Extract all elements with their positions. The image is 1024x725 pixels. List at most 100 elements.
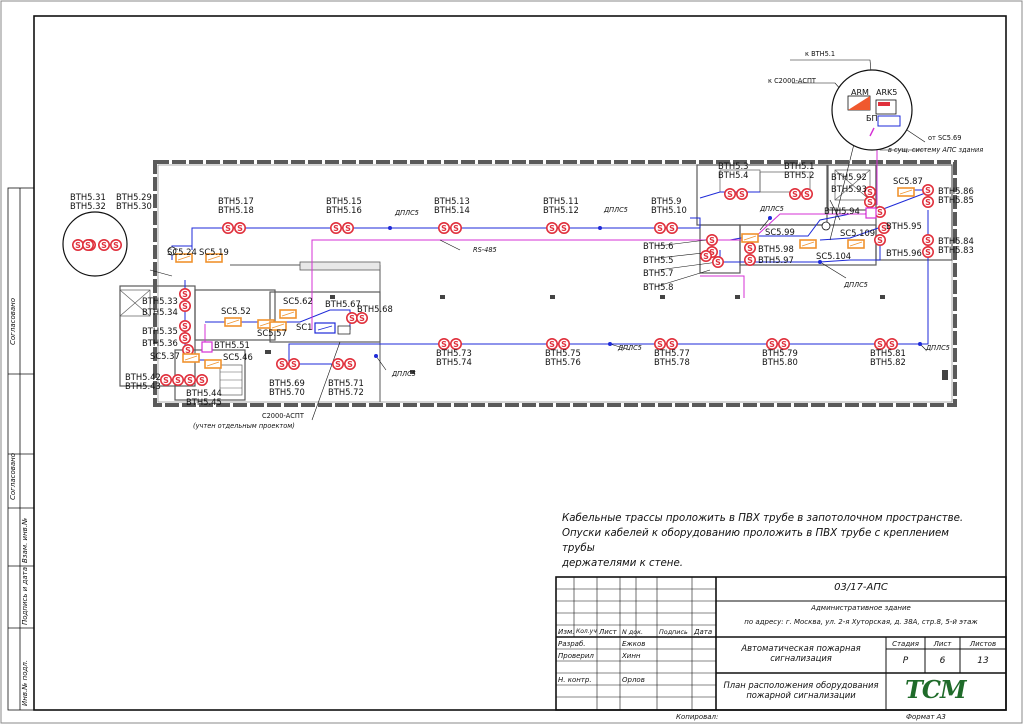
detector-label: BTH5.5 xyxy=(643,255,674,265)
smoke-detector-icon: S xyxy=(723,188,736,201)
detector-label-top: BTH5.71 xyxy=(328,378,364,388)
svg-text:S: S xyxy=(709,236,715,245)
smoke-detector-icon: S xyxy=(765,337,778,350)
svg-text:S: S xyxy=(237,224,243,233)
smoke-detector-icon: S xyxy=(545,337,558,350)
module-label: SC5.109 xyxy=(840,228,876,238)
svg-text:S: S xyxy=(279,360,285,369)
role-author: Разраб. xyxy=(558,640,586,648)
smoke-detector-icon: S xyxy=(72,239,85,252)
detector-label-top: BTH5.13 xyxy=(434,196,470,206)
module-label: SC5.104 xyxy=(816,251,852,261)
module-label: SC1 xyxy=(296,322,313,332)
sheets-value: 13 xyxy=(977,656,989,666)
address-module-mark xyxy=(849,241,863,247)
smoke-detector-icon: S xyxy=(653,337,666,350)
note-line: Кабельные трассы проложить в ПВХ трубе в… xyxy=(562,513,964,524)
address-module-mark xyxy=(281,311,295,317)
installation-notes: Кабельные трассы проложить в ПВХ трубе в… xyxy=(562,511,982,571)
smoke-detector-icon: S xyxy=(437,337,450,350)
svg-text:S: S xyxy=(925,248,931,257)
smoke-detector-icon: S xyxy=(711,255,724,268)
smoke-detector-icon: S xyxy=(885,337,898,350)
detector-label-top: BTH5.69 xyxy=(269,378,305,388)
c2000-aspt-box xyxy=(314,322,351,335)
detector-label-bottom: BTH5.18 xyxy=(218,205,254,215)
smoke-detector-icon: S xyxy=(179,331,192,344)
system-name: Автоматическая пожарная сигнализация xyxy=(741,643,861,663)
svg-text:S: S xyxy=(877,208,883,217)
rs485-tag: RS-485 xyxy=(473,246,497,254)
svg-text:S: S xyxy=(657,224,663,233)
detector-label-bottom: BTH5.30 xyxy=(116,201,152,211)
detector-label-bottom: BTH5.74 xyxy=(436,357,472,367)
title-block-grid xyxy=(555,576,1007,711)
module-label: SC5.62 xyxy=(283,296,313,306)
svg-text:S: S xyxy=(747,256,753,265)
sheet-title: План расположения оборудования пожарной … xyxy=(723,680,879,700)
smoke-detector-icon: S xyxy=(343,357,356,370)
role-checker: Проверил xyxy=(558,652,594,660)
module-label: SC5.87 xyxy=(893,176,923,186)
detector-label-bottom: BTH5.85 xyxy=(938,195,974,205)
cable-tag: ДПЛС5 xyxy=(760,205,784,213)
detector-label: BTH5.36 xyxy=(142,338,178,348)
svg-text:S: S xyxy=(881,224,887,233)
smoke-detector-icon: S xyxy=(287,357,300,370)
module-label: SC5.37 xyxy=(150,351,180,361)
svg-text:S: S xyxy=(669,224,675,233)
detector-label-top: BTH5.79 xyxy=(762,348,798,358)
smoke-detector-icon: S xyxy=(179,319,192,332)
detector-label-top: BTH5.31 xyxy=(70,192,106,202)
callout-from-sc569: от SC5.69 xyxy=(928,134,962,142)
detector-label-top: BTH5.84 xyxy=(938,236,974,246)
detector-label-top: BTH5.17 xyxy=(218,196,254,206)
address-module-mark xyxy=(177,255,191,261)
hdr-izm: Изм. xyxy=(558,628,575,636)
svg-text:S: S xyxy=(703,252,709,261)
smoke-detector-icon: S xyxy=(665,222,678,235)
address-module-mark xyxy=(801,241,815,247)
svg-text:S: S xyxy=(359,314,365,323)
relay-module xyxy=(201,341,213,353)
svg-text:S: S xyxy=(925,198,931,207)
svg-text:S: S xyxy=(349,314,355,323)
cable-tag: ДПЛС5 xyxy=(844,281,868,289)
smoke-detector-icon: S xyxy=(557,222,570,235)
cable-tag: ДПЛС5 xyxy=(392,370,416,378)
svg-text:S: S xyxy=(225,224,231,233)
address-module-mark xyxy=(271,323,285,329)
detector-label-top: BTH5.75 xyxy=(545,348,581,358)
smoke-detector-icon: S xyxy=(735,188,748,201)
detector-label: BTH5.51 xyxy=(214,340,250,350)
note-line: держателями к стене. xyxy=(562,558,683,569)
relay-module xyxy=(865,207,877,219)
detector-label-top: BTH5.9 xyxy=(651,196,682,206)
detector-label: BTH5.33 xyxy=(142,296,178,306)
detector-label-bottom: BTH5.10 xyxy=(651,205,687,215)
sheet-header: Лист xyxy=(933,640,952,648)
svg-text:S: S xyxy=(199,376,205,385)
svg-text:S: S xyxy=(291,360,297,369)
detector-label: BTH5.97 xyxy=(758,255,794,265)
detector-label: BTH5.34 xyxy=(142,307,178,317)
svg-text:S: S xyxy=(441,340,447,349)
svg-text:S: S xyxy=(561,340,567,349)
smoke-detector-icon: S xyxy=(184,373,197,386)
detector-label-bottom: BTH5.45 xyxy=(186,397,222,407)
module-label: SC5.52 xyxy=(221,306,251,316)
cable-tag: ДПЛС5 xyxy=(604,206,628,214)
stage-header: Стадия xyxy=(892,640,919,648)
smoke-detector-icon: S xyxy=(437,222,450,235)
detector-label-bottom: BTH5.12 xyxy=(543,205,579,215)
copied-label: Копировал: xyxy=(676,713,719,721)
